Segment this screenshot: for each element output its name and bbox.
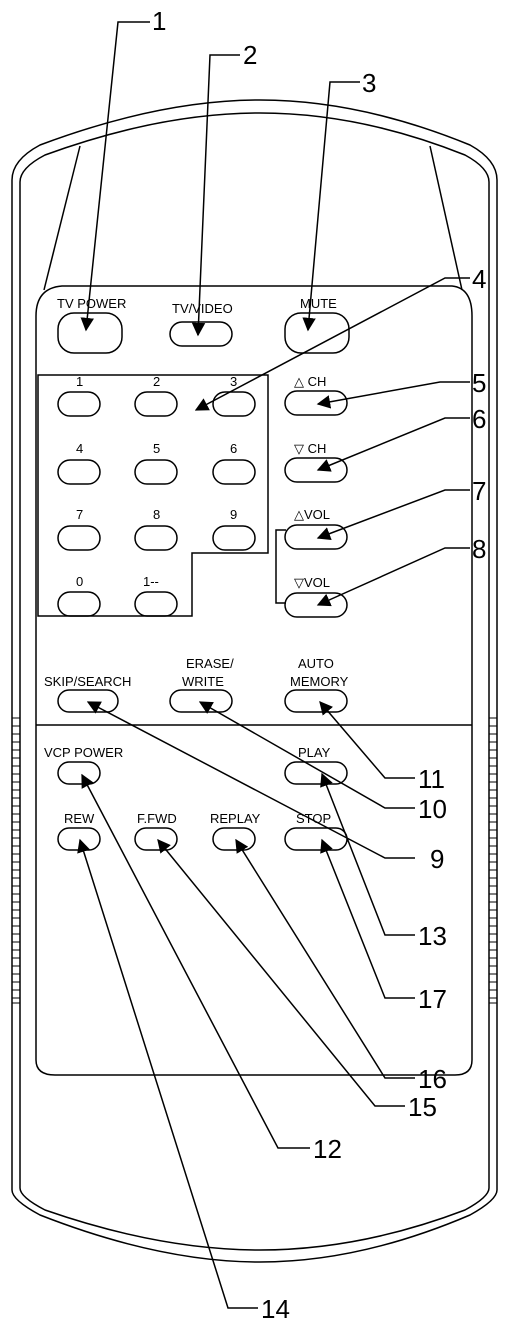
num-0-button[interactable] xyxy=(57,591,101,617)
num-7-button[interactable] xyxy=(57,525,101,551)
num-1dash-button[interactable] xyxy=(134,591,178,617)
leader-13 xyxy=(320,772,415,936)
stop-label: STOP xyxy=(296,811,331,826)
num-5-button[interactable] xyxy=(134,459,178,485)
num-1-label: 1 xyxy=(76,374,83,389)
ch-down-label: ▽ CH xyxy=(294,441,326,456)
num-7-label: 7 xyxy=(76,507,83,522)
num-5-label: 5 xyxy=(153,441,160,456)
callout-13: 13 xyxy=(418,921,447,951)
vol-down-label: ▽VOL xyxy=(294,575,330,590)
num-6-label: 6 xyxy=(230,441,237,456)
callout-11: 11 xyxy=(418,764,445,794)
erase-write-button[interactable] xyxy=(169,689,233,713)
auto-memory-label-1: AUTO xyxy=(298,656,334,671)
num-4-label: 4 xyxy=(76,441,83,456)
leader-17 xyxy=(320,838,415,999)
mute-label: MUTE xyxy=(300,296,337,311)
skip-search-label: SKIP/SEARCH xyxy=(44,674,131,689)
callout-4: 4 xyxy=(472,264,486,294)
num-1dash-label: 1-- xyxy=(143,574,159,589)
rew-label: REW xyxy=(64,811,95,826)
callout-6: 6 xyxy=(472,404,486,434)
num-4-button[interactable] xyxy=(57,459,101,485)
leader-3 xyxy=(302,81,360,332)
leader-14 xyxy=(77,838,258,1309)
ch-up-label: △ CH xyxy=(294,374,326,389)
callout-1: 1 xyxy=(152,6,166,36)
mute-button[interactable] xyxy=(284,312,350,354)
vcp-power-label: VCP POWER xyxy=(44,745,123,760)
rew-button[interactable] xyxy=(57,827,101,851)
leader-12 xyxy=(81,773,310,1149)
erase-write-label-2: WRITE xyxy=(182,674,224,689)
num-6-button[interactable] xyxy=(212,459,256,485)
leader-4 xyxy=(194,277,470,411)
callout-5: 5 xyxy=(472,368,486,398)
num-3-button[interactable] xyxy=(212,391,256,417)
callout-3: 3 xyxy=(362,68,376,98)
callout-17: 17 xyxy=(418,984,447,1014)
erase-write-label-1: ERASE/ xyxy=(186,656,234,671)
num-9-label: 9 xyxy=(230,507,237,522)
ffwd-label: F.FWD xyxy=(137,811,177,826)
play-button[interactable] xyxy=(284,761,348,785)
callout-2: 2 xyxy=(243,40,257,70)
replay-button[interactable] xyxy=(212,827,256,851)
num-1-button[interactable] xyxy=(57,391,101,417)
ch-up-button[interactable] xyxy=(284,390,348,416)
vcp-power-button[interactable] xyxy=(57,761,101,785)
callout-10: 10 xyxy=(418,794,447,824)
num-8-label: 8 xyxy=(153,507,160,522)
callout-14: 14 xyxy=(261,1294,290,1324)
callout-15: 15 xyxy=(408,1092,437,1122)
leader-11 xyxy=(319,700,415,779)
leader-8 xyxy=(316,547,470,607)
num-2-button[interactable] xyxy=(134,391,178,417)
callout-8: 8 xyxy=(472,534,486,564)
auto-memory-button[interactable] xyxy=(284,689,348,713)
replay-label: REPLAY xyxy=(210,811,261,826)
tv-video-label: TV/VIDEO xyxy=(172,301,233,316)
leader-5 xyxy=(316,381,470,409)
leader-16 xyxy=(235,838,415,1079)
callout-7: 7 xyxy=(472,476,486,506)
ffwd-button[interactable] xyxy=(134,827,178,851)
leader-1 xyxy=(80,21,150,332)
callout-16: 16 xyxy=(418,1064,447,1094)
num-0-label: 0 xyxy=(76,574,83,589)
tv-power-button[interactable] xyxy=(57,312,123,354)
leader-9 xyxy=(86,701,415,859)
num-2-label: 2 xyxy=(153,374,160,389)
vol-up-label: △VOL xyxy=(294,507,330,522)
tv-power-label: TV POWER xyxy=(57,296,126,311)
play-label: PLAY xyxy=(298,745,331,760)
skip-search-button[interactable] xyxy=(57,689,119,713)
leader-2 xyxy=(191,54,240,337)
num-8-button[interactable] xyxy=(134,525,178,551)
vol-down-button[interactable] xyxy=(284,592,348,618)
callout-12: 12 xyxy=(313,1134,342,1164)
num-9-button[interactable] xyxy=(212,525,256,551)
right-grip-ridges xyxy=(488,717,498,1004)
left-grip-ridges xyxy=(11,717,21,1004)
vol-up-button[interactable] xyxy=(284,524,348,550)
remote-body xyxy=(11,99,498,1263)
stop-button[interactable] xyxy=(284,827,348,851)
ch-down-button[interactable] xyxy=(284,457,348,483)
callout-9: 9 xyxy=(430,844,444,874)
leader-7 xyxy=(316,489,470,541)
num-3-label: 3 xyxy=(230,374,237,389)
tv-video-button[interactable] xyxy=(169,321,233,347)
leader-15 xyxy=(157,838,405,1107)
leader-6 xyxy=(316,417,470,472)
auto-memory-label-2: MEMORY xyxy=(290,674,349,689)
leader-10 xyxy=(198,701,415,809)
